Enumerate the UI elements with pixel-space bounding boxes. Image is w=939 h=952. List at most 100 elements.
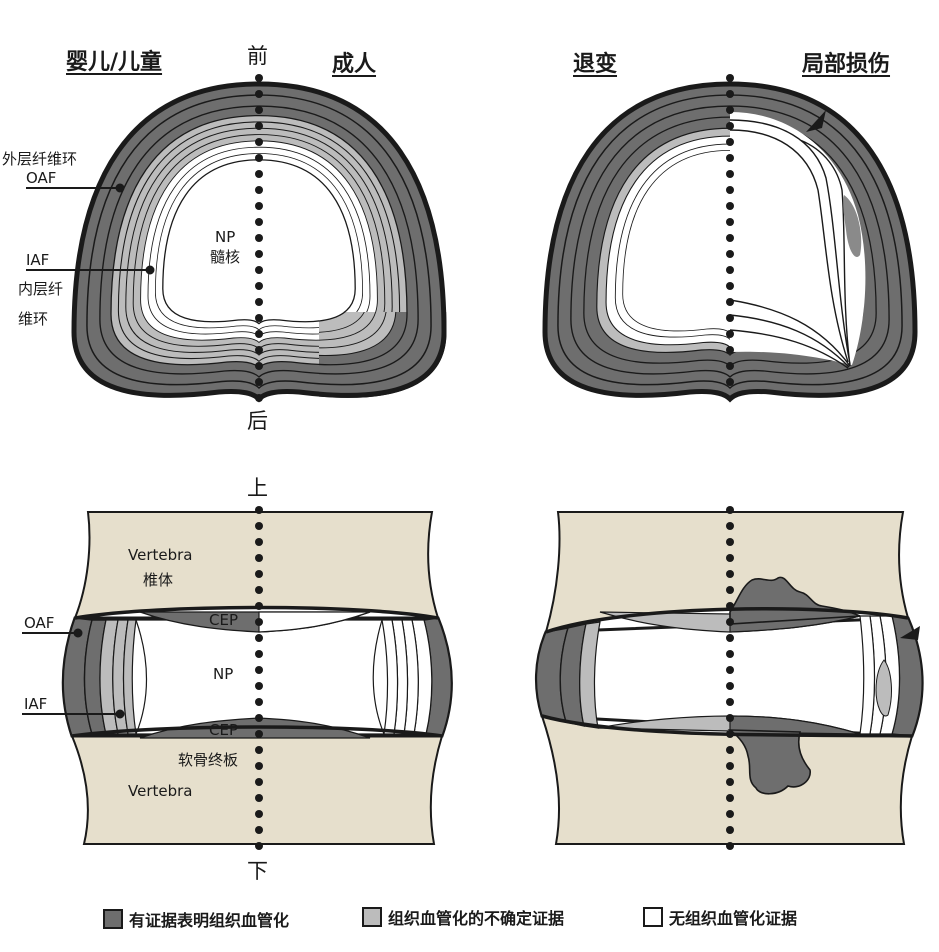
midline-dot (255, 154, 263, 162)
midline-dot (255, 538, 263, 546)
midline-dot (726, 314, 734, 322)
midline-dot (255, 330, 263, 338)
legend-label-uncertain: 组织血管化的不确定证据 (388, 909, 565, 928)
axis-anterior: 前 (247, 44, 268, 68)
sagittal-injury-lesion (875, 659, 892, 717)
midline-dot (726, 842, 734, 850)
label-sag-np: NP (213, 665, 234, 683)
midline-dot (255, 378, 263, 386)
midline-dot (255, 250, 263, 258)
midline-dot (255, 314, 263, 322)
midline-dot (726, 346, 734, 354)
header-infant-child: 婴儿/儿童 (66, 50, 163, 75)
midline-dot (726, 826, 734, 834)
midline-dot (726, 778, 734, 786)
midline-dot (255, 730, 263, 738)
midline-dot (726, 746, 734, 754)
midline-dot (255, 810, 263, 818)
label-cep-cn: 软骨终板 (178, 751, 239, 769)
midline-dot (726, 330, 734, 338)
midline-dot (726, 170, 734, 178)
legend-label-none: 无组织血管化证据 (669, 909, 798, 928)
midline-dot (255, 234, 263, 242)
label-iaf: IAF (26, 251, 50, 269)
midline-dot (726, 618, 734, 626)
label-sag-oaf: OAF (24, 614, 55, 632)
axis-inferior: 下 (247, 859, 268, 883)
midline-dot (255, 794, 263, 802)
axis-posterior: 后 (247, 409, 268, 433)
legend-label-vascularized: 有证据表明组织血管化 (129, 911, 290, 930)
midline-dot (255, 170, 263, 178)
midline-dot (726, 666, 734, 674)
midline-dot (255, 842, 263, 850)
label-np: NP (215, 228, 236, 246)
midline-dot (255, 522, 263, 530)
midline-dot (726, 538, 734, 546)
midline-dot (726, 266, 734, 274)
midline-dot (726, 714, 734, 722)
midline-dot (726, 378, 734, 386)
midline-dot (255, 826, 263, 834)
legend-uncertain: 组织血管化的不确定证据 (362, 905, 564, 929)
midline-dot (255, 714, 263, 722)
midline-dot (255, 362, 263, 370)
axis-superior: 上 (247, 476, 268, 500)
midline-dot (726, 282, 734, 290)
midline-dot (255, 202, 263, 210)
midline-dot (726, 634, 734, 642)
label-oaf-cn: 外层纤维环 (2, 150, 78, 168)
injury-notch (806, 110, 826, 132)
midline-dot (255, 122, 263, 130)
bone-invasion-top (729, 576, 861, 625)
midline-dot (255, 778, 263, 786)
midline-dot (255, 762, 263, 770)
midline-dot (726, 554, 734, 562)
midline-dot (255, 218, 263, 226)
midline-dot (255, 394, 263, 402)
midline-dot (255, 298, 263, 306)
midline-dot (726, 602, 734, 610)
midline-dot (726, 506, 734, 514)
midline-dot (255, 138, 263, 146)
midline-dot (255, 602, 263, 610)
midline-dot (255, 682, 263, 690)
midline-dot (726, 522, 734, 530)
midline-dot (255, 746, 263, 754)
midline-right (726, 74, 734, 850)
midline-dot (726, 682, 734, 690)
midline-dot (255, 282, 263, 290)
midline-dot (255, 698, 263, 706)
label-cep-bottom: CEP (209, 721, 238, 739)
label-sag-iaf: IAF (24, 695, 48, 713)
midline-dot (255, 666, 263, 674)
label-oaf: OAF (26, 169, 57, 187)
sagittal-healthy (61, 511, 453, 845)
header-local-injury: 局部损伤 (802, 52, 891, 77)
axial-injury-features (730, 110, 866, 369)
header-degenerated: 退变 (573, 52, 618, 77)
midline-dot (726, 810, 734, 818)
midline-dot (255, 74, 263, 82)
bone-invasion-bottom (727, 729, 811, 795)
midline-dot (726, 586, 734, 594)
midline-dot (726, 698, 734, 706)
leader-lines (22, 183, 155, 719)
label-vertebra-top: Vertebra (128, 546, 193, 564)
midline-dot (726, 794, 734, 802)
midline-dot (726, 650, 734, 658)
midline-dot (255, 554, 263, 562)
midline-dot (726, 762, 734, 770)
midline-dot (726, 250, 734, 258)
midline-dot (726, 362, 734, 370)
midline-dot (726, 122, 734, 130)
midline-dot (255, 90, 263, 98)
label-cep-top: CEP (209, 611, 238, 629)
midline-dot (255, 618, 263, 626)
midline-dot (255, 570, 263, 578)
midline-dot (255, 506, 263, 514)
midline-dot (726, 202, 734, 210)
header-adult: 成人 (332, 52, 377, 77)
label-np-cn: 髓核 (210, 248, 241, 266)
